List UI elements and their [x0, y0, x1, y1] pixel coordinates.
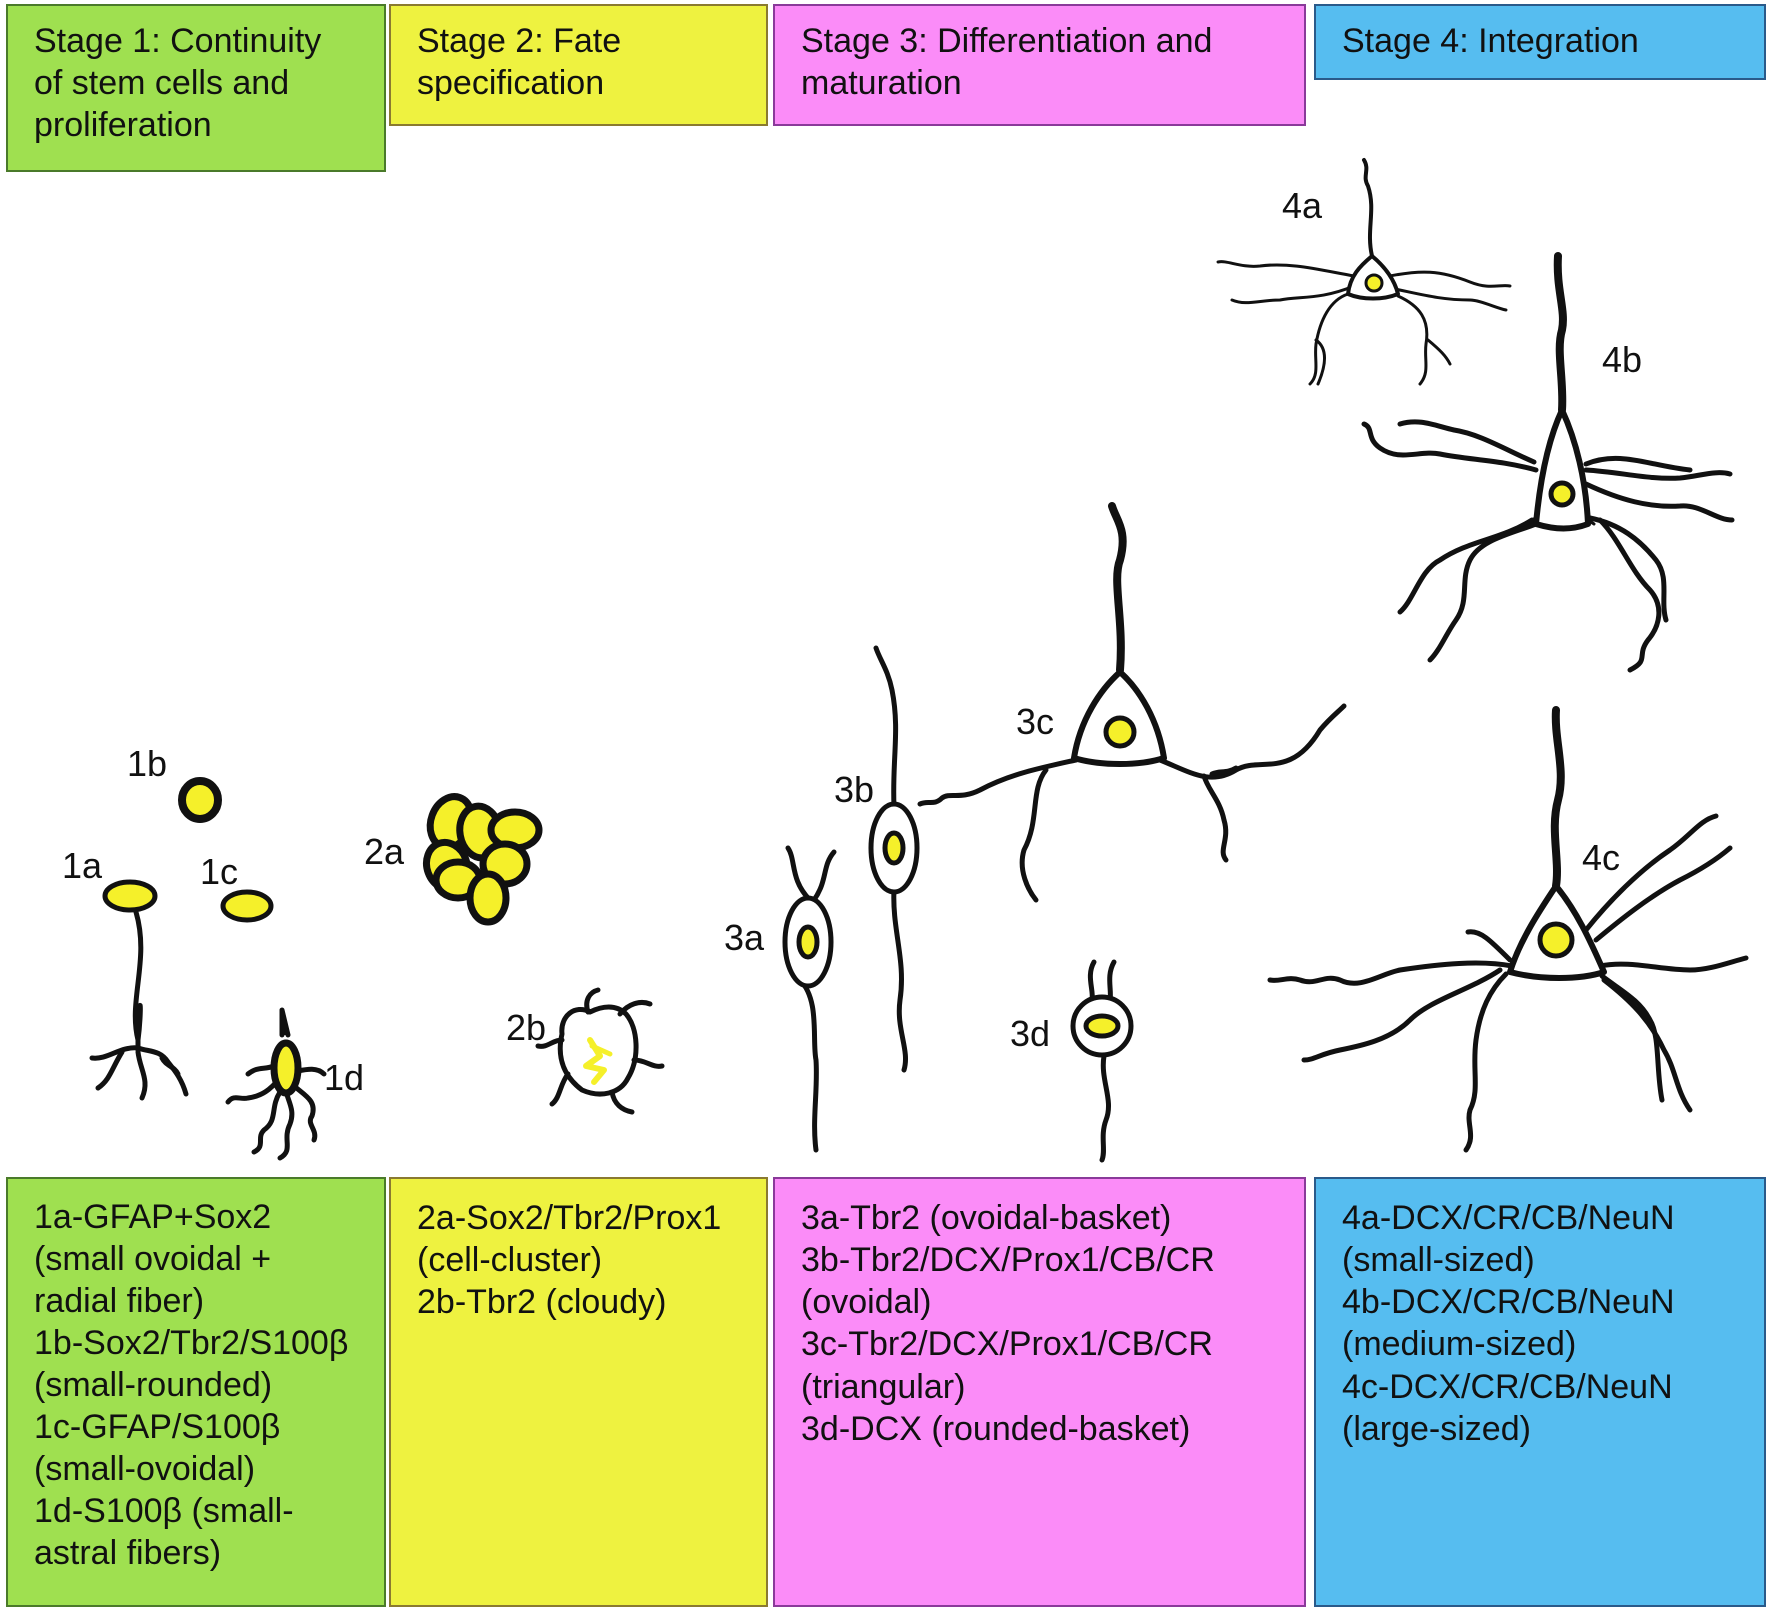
label-4c: 4c — [1582, 837, 1620, 878]
label-3c: 3c — [1016, 701, 1054, 742]
cell-4b — [1361, 252, 1735, 673]
marker-line: 3a-Tbr2 (ovoidal-basket) — [801, 1199, 1172, 1237]
marker-line: (large-sized) — [1342, 1409, 1531, 1448]
marker-line: (cell-cluster) — [417, 1241, 603, 1280]
marker-line: (triangular) — [801, 1367, 966, 1406]
label-3d: 3d — [1010, 1013, 1050, 1054]
label-4b: 4b — [1602, 339, 1642, 380]
marker-line: (small-ovoidal) — [34, 1449, 256, 1488]
cell-4a — [1216, 158, 1512, 386]
cell-1a — [89, 879, 189, 1101]
marker-line: (medium-sized) — [1342, 1325, 1577, 1364]
stage-3-title: Stage 3: Differentiation and maturation — [801, 22, 1213, 103]
cell-1d — [225, 1007, 327, 1161]
marker-line: (small-rounded) — [34, 1365, 273, 1404]
stage-4-title: Stage 4: Integration — [1342, 22, 1639, 60]
marker-line: (small-sized) — [1342, 1241, 1535, 1280]
label-4a: 4a — [1282, 185, 1323, 226]
stage-2-header: Stage 2: Fate specification — [389, 4, 768, 126]
cell-labels: 1a 1b 1c 1d 2a 2b 3a 3b 3c 3d 4a 4b 4c — [62, 185, 1642, 1098]
stage-3-header: Stage 3: Differentiation and maturation — [773, 4, 1306, 126]
cell-3a — [782, 845, 837, 1153]
marker-line: 3d-DCX (rounded-basket) — [801, 1409, 1191, 1448]
label-2a: 2a — [364, 831, 405, 872]
stage-3-markers: 3a-Tbr2 (ovoidal-basket) 3b-Tbr2/DCX/Pro… — [773, 1177, 1306, 1607]
marker-line: 1a-GFAP+Sox2 — [34, 1198, 272, 1236]
cell-1c — [220, 889, 274, 923]
cell-2a — [422, 793, 543, 926]
marker-line: (small ovoidal + — [34, 1239, 272, 1278]
label-3b: 3b — [834, 769, 874, 810]
stage-2-title: Stage 2: Fate specification — [417, 22, 622, 103]
cell-3b — [868, 645, 920, 1073]
cell-4c — [1267, 706, 1749, 1153]
stage-4-markers: 4a-DCX/CR/CB/NeuN (small-sized) 4b-DCX/C… — [1314, 1177, 1766, 1607]
marker-line: 4a-DCX/CR/CB/NeuN — [1342, 1199, 1675, 1237]
marker-line: 3b-Tbr2/DCX/Prox1/CB/CR — [801, 1241, 1215, 1280]
stage-1-title: Stage 1: Continuity of stem cells and pr… — [34, 22, 322, 145]
label-2b: 2b — [506, 1007, 546, 1048]
label-1d: 1d — [324, 1057, 364, 1098]
cell-3d — [1070, 959, 1134, 1163]
stage-2-markers: 2a-Sox2/Tbr2/Prox1 (cell-cluster) 2b-Tbr… — [389, 1177, 768, 1607]
label-1c: 1c — [200, 851, 238, 892]
marker-line: 1d-S100β (small- — [34, 1491, 294, 1530]
stage-1-markers: 1a-GFAP+Sox2 (small ovoidal + radial fib… — [6, 1177, 386, 1607]
marker-line: 4c-DCX/CR/CB/NeuN — [1342, 1367, 1673, 1406]
stage-1-header: Stage 1: Continuity of stem cells and pr… — [6, 4, 386, 172]
label-1a: 1a — [62, 845, 103, 886]
cell-2b — [535, 987, 665, 1115]
marker-line: 3c-Tbr2/DCX/Prox1/CB/CR — [801, 1325, 1213, 1364]
marker-line: 2b-Tbr2 (cloudy) — [417, 1283, 667, 1322]
marker-line: 4b-DCX/CR/CB/NeuN — [1342, 1283, 1675, 1322]
marker-line: (ovoidal) — [801, 1283, 932, 1322]
cell-1b — [178, 777, 222, 823]
marker-line: 1b-Sox2/Tbr2/S100β — [34, 1323, 349, 1362]
marker-line: 2a-Sox2/Tbr2/Prox1 — [417, 1199, 722, 1237]
label-1b: 1b — [127, 743, 167, 784]
stage-4-header: Stage 4: Integration — [1314, 4, 1766, 80]
marker-line: 1c-GFAP/S100β — [34, 1407, 281, 1446]
marker-line: radial fiber) — [34, 1281, 205, 1320]
label-3a: 3a — [724, 917, 765, 958]
cell-3c — [917, 502, 1347, 903]
marker-line: astral fibers) — [34, 1533, 222, 1572]
